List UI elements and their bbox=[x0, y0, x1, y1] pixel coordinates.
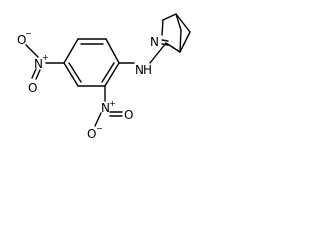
structure-svg: N + O − O N + O − O N H N bbox=[17, 13, 191, 141]
nitro-group-left: N + O − O bbox=[17, 29, 65, 95]
imine-n-label: N bbox=[150, 35, 159, 49]
nitro-left-n-charge: + bbox=[42, 53, 49, 62]
nitro-left-n-label: N bbox=[34, 57, 43, 71]
amine-h-label: H bbox=[143, 63, 152, 77]
nitro-left-o-minus-label: O bbox=[17, 33, 26, 47]
amine-linker: N H bbox=[118, 42, 167, 77]
bicyclic-imine: N bbox=[150, 13, 191, 53]
nitro-left-o-label: O bbox=[28, 81, 37, 95]
benzene-ring bbox=[63, 38, 120, 87]
chemical-structure: N + O − O N + O − O N H N bbox=[0, 0, 206, 148]
nitro-left-o-minus-charge: − bbox=[25, 29, 32, 38]
nitro-bottom-n-label: N bbox=[101, 101, 110, 115]
nitro-group-bottom: N + O − O bbox=[87, 85, 133, 141]
nitro-bottom-o-minus-charge: − bbox=[96, 124, 103, 133]
amine-n-label: N bbox=[135, 63, 144, 77]
nitro-bottom-o-minus-label: O bbox=[87, 127, 96, 141]
nitro-bottom-o-label: O bbox=[124, 108, 133, 122]
nitro-bottom-n-charge: + bbox=[109, 99, 116, 108]
